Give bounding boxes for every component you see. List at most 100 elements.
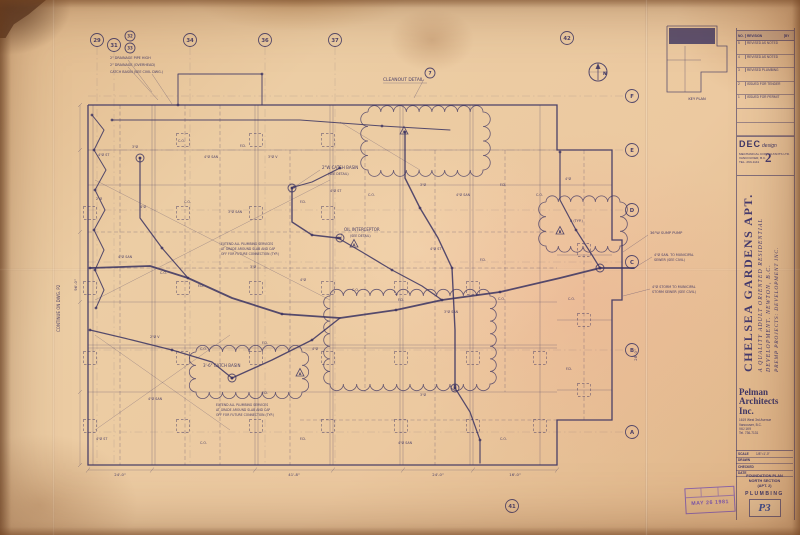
leader-line bbox=[633, 256, 653, 269]
pipe-junction bbox=[498, 290, 502, 294]
grid-bubble bbox=[625, 203, 639, 217]
plan-text: STORM SEWER (SEE CIVIL) bbox=[652, 290, 696, 294]
plan-text: 36 bbox=[261, 38, 269, 44]
rev-row bbox=[737, 123, 794, 137]
plan-text: E bbox=[630, 148, 634, 154]
discipline-label: PLUMBING bbox=[745, 490, 784, 497]
plan-text: C.O. bbox=[536, 193, 543, 197]
plan-text: 33 bbox=[127, 46, 133, 51]
pipe-junction bbox=[310, 338, 314, 342]
plan-text: 4"Ø ST bbox=[98, 152, 110, 157]
plan-text: C bbox=[630, 260, 634, 266]
plan-text: 3"Ø bbox=[132, 144, 139, 149]
pipe-junction bbox=[110, 118, 114, 122]
revision-cloud bbox=[360, 105, 491, 177]
plan-text: C.O. bbox=[200, 441, 207, 445]
column-square bbox=[394, 281, 408, 295]
consultant-address-line: VANCOUVER, B.C. bbox=[739, 156, 767, 161]
plan-text: B bbox=[559, 230, 562, 234]
pipe-junction bbox=[380, 124, 384, 128]
pipe-junction bbox=[478, 438, 482, 442]
plan-text: F.D. bbox=[566, 367, 572, 371]
pipe-junction bbox=[440, 298, 444, 302]
column-square bbox=[533, 351, 547, 365]
pipe-junction bbox=[176, 103, 180, 107]
plan-text: C.O. bbox=[352, 288, 359, 292]
plan-text: C.O. bbox=[160, 271, 167, 275]
dim-tick bbox=[77, 147, 83, 153]
dim-tick bbox=[400, 467, 406, 473]
plan-text: 42 bbox=[563, 36, 571, 42]
pipe-junction bbox=[558, 150, 562, 154]
plan-text: F.D. bbox=[300, 437, 306, 441]
plan-text: CATCH BASIN (SEE CIVIL DWG.) bbox=[110, 70, 164, 74]
grid-bubble bbox=[560, 31, 574, 45]
column-square bbox=[176, 206, 190, 220]
pipe-junction bbox=[418, 206, 422, 210]
pipe-junction bbox=[280, 312, 284, 316]
plan-text: 24'-0" bbox=[114, 472, 126, 477]
plan-text: C.O. bbox=[178, 139, 185, 143]
key-plan-outline bbox=[666, 25, 728, 93]
plan-text: F.D. bbox=[398, 298, 404, 302]
diagonal-line bbox=[94, 179, 331, 301]
plan-text: 36"W SUMP PUMP bbox=[650, 231, 683, 235]
column-square bbox=[577, 243, 591, 257]
rev-header-cell: REVISION bbox=[747, 33, 763, 38]
plan-text: 41 bbox=[508, 504, 516, 510]
leader-line bbox=[151, 73, 173, 105]
pipe-junction bbox=[170, 348, 174, 352]
plan-text: B bbox=[630, 348, 634, 354]
plan-text: F.D. bbox=[240, 144, 246, 148]
rev-desc: ISSUED FOR TENDER bbox=[747, 81, 781, 86]
pipe-junction bbox=[160, 246, 164, 250]
plan-text: 34 bbox=[186, 38, 194, 44]
detail-triangle bbox=[399, 125, 409, 135]
rev-header-cell: NO. bbox=[737, 33, 746, 38]
plan-text: 4"Ø SAN bbox=[204, 154, 219, 159]
leader-line bbox=[340, 232, 343, 240]
stamp-grid bbox=[685, 486, 734, 499]
catch-basin-symbol bbox=[450, 383, 460, 393]
leader-line bbox=[127, 66, 159, 101]
column-square bbox=[577, 313, 591, 327]
dim-tick bbox=[77, 229, 83, 235]
project-title: CHELSEA GARDENS APT. bbox=[741, 193, 755, 372]
dim-tick bbox=[330, 467, 336, 473]
key-plan: KEY PLAN bbox=[666, 25, 728, 101]
grid-bubble bbox=[625, 343, 639, 357]
grid-bubble bbox=[505, 499, 519, 513]
plan-text: C.O. bbox=[568, 297, 575, 301]
paper-edge-right bbox=[792, 0, 800, 535]
sheet-number: P3 bbox=[758, 501, 771, 514]
column-square bbox=[249, 133, 263, 147]
title-field-label: DRAWN bbox=[738, 458, 751, 463]
pipe-line bbox=[139, 157, 189, 279]
fold-crease bbox=[52, 0, 55, 535]
column-square bbox=[394, 419, 408, 433]
paper-edge-top bbox=[0, 0, 800, 8]
dim-tick bbox=[554, 467, 560, 473]
drawing-title-line: (APT. 2) bbox=[757, 483, 772, 488]
architect-address-line: Vancouver, B.C. bbox=[739, 422, 762, 427]
pipe-line bbox=[454, 387, 481, 464]
column-square bbox=[321, 206, 335, 220]
title-field-row: DRAWN bbox=[736, 458, 793, 464]
plan-text: OIL INTERCEPTOR bbox=[344, 227, 380, 232]
column-square bbox=[466, 419, 480, 433]
title-field-row: CHECKED bbox=[736, 464, 793, 471]
plan-text: B (TYP.) bbox=[570, 219, 583, 223]
rev-no: 1 bbox=[737, 95, 746, 100]
leader-line bbox=[295, 169, 321, 187]
rev-desc: ISSUED FOR PERMIT bbox=[747, 95, 780, 100]
column-square bbox=[176, 419, 190, 433]
architect-name-3: Inc. bbox=[739, 405, 754, 416]
plan-text: 96'-0" bbox=[73, 279, 78, 291]
dim-tick bbox=[470, 467, 476, 473]
plan-text: F.D. bbox=[198, 284, 204, 288]
